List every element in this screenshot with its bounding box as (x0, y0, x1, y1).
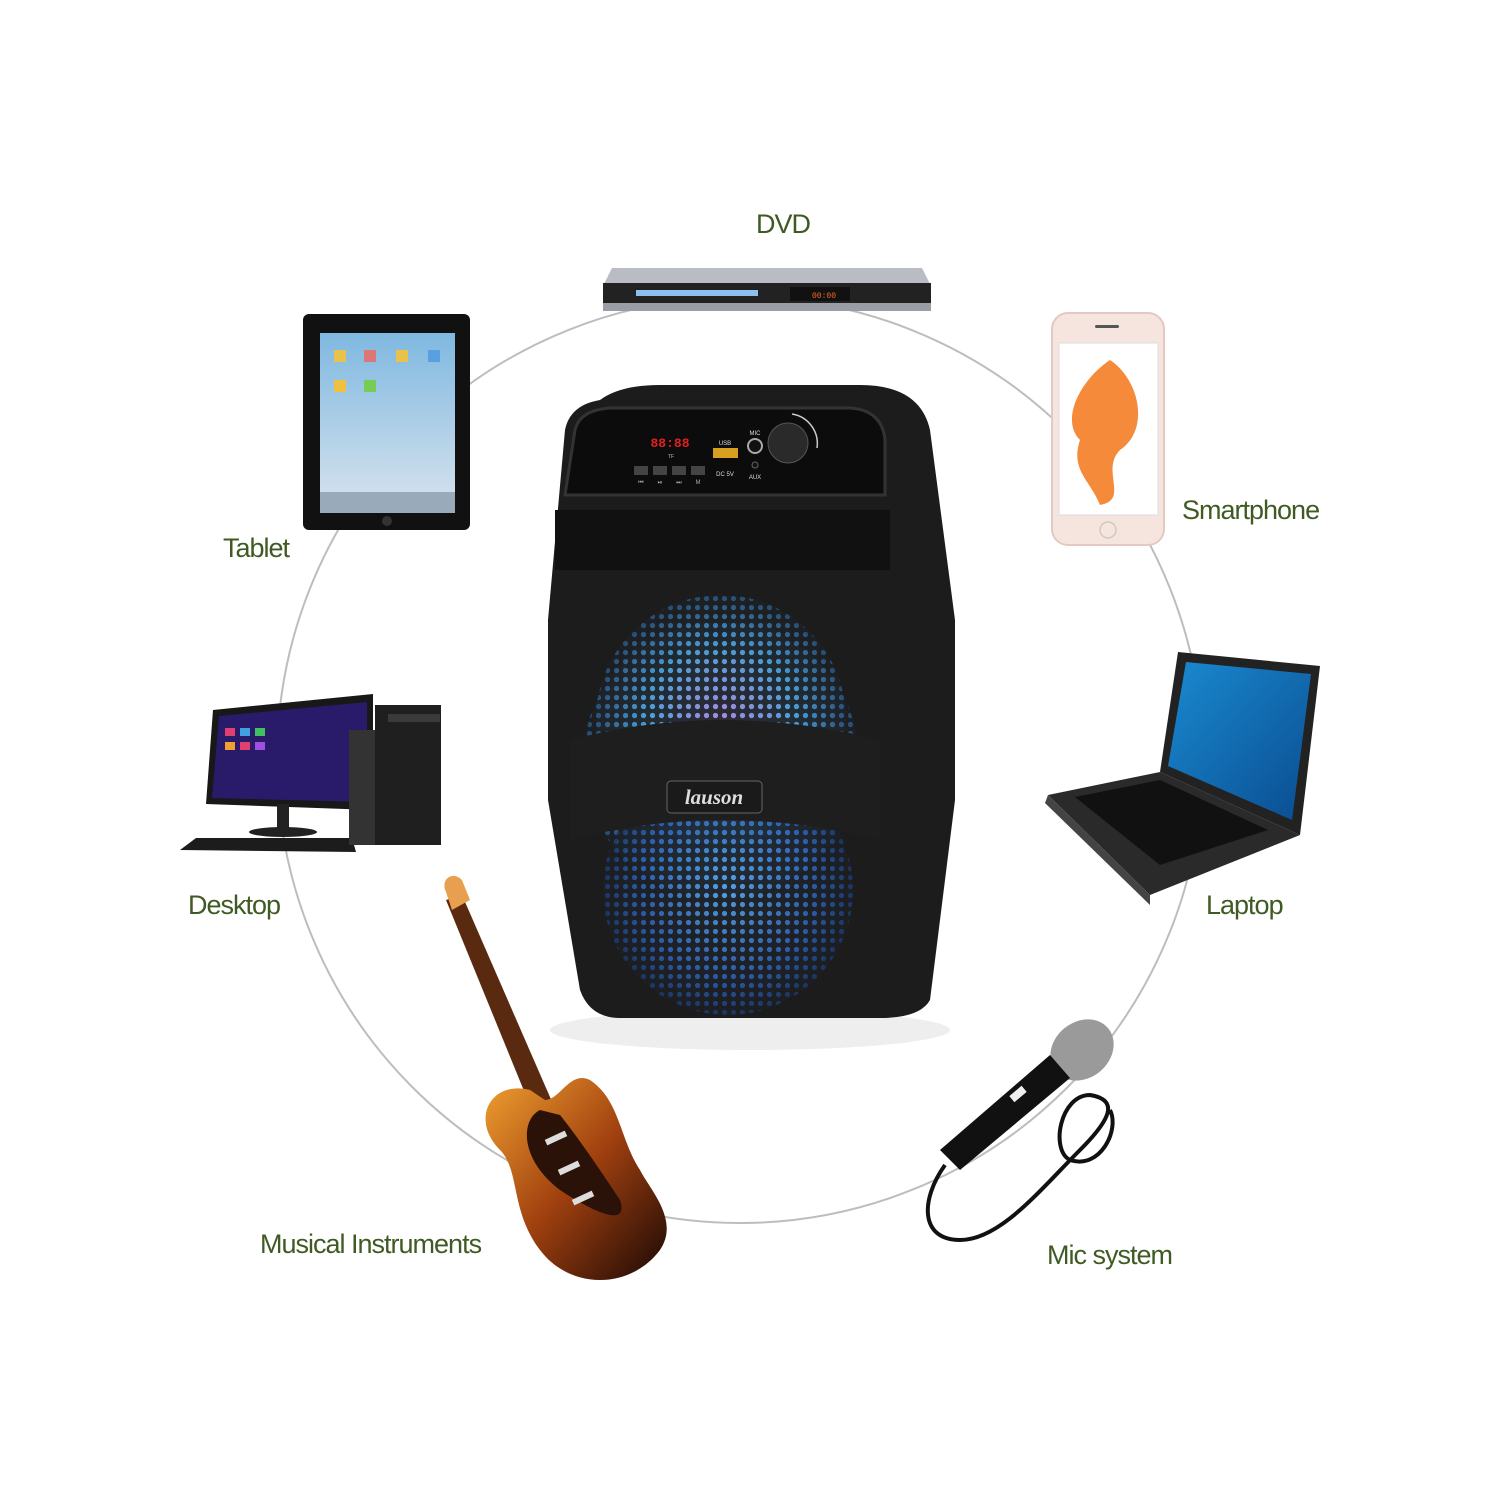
electric-guitar-image (444, 875, 667, 1280)
label-smartphone: Smartphone (1182, 495, 1320, 525)
desktop-computer-image (180, 694, 441, 852)
label-musical-instruments: Musical Instruments (260, 1229, 482, 1259)
play-button[interactable] (653, 466, 667, 475)
next-label: ⏭ (676, 480, 682, 486)
aux-label: AUX (749, 475, 761, 481)
smartphone-image (1051, 312, 1165, 546)
mic-jack (747, 438, 763, 454)
microphone-image (925, 1019, 1115, 1243)
tf-slot-label: TF (668, 454, 674, 460)
mic-label: MIC (750, 431, 762, 437)
label-mic-system: Mic system (1047, 1240, 1173, 1270)
label-tablet: Tablet (223, 533, 290, 563)
laptop-image (1045, 652, 1320, 905)
tablet-image (303, 314, 470, 530)
mode-label: M (696, 480, 701, 486)
lauson-speaker-image: lauson 88:88 TF ⏮ ⏯ ⏭ M USB DC 5V MIC AU… (548, 385, 955, 1050)
label-laptop: Laptop (1206, 890, 1284, 920)
label-dvd: DVD (756, 209, 811, 239)
dc-label: DC 5V (716, 472, 734, 478)
led-display: 88:88 (650, 436, 689, 451)
brand-logo: lauson (685, 785, 743, 809)
dvd-player-image: 00:00 (603, 268, 931, 311)
label-desktop: Desktop (188, 890, 281, 920)
prev-label: ⏮ (638, 480, 644, 486)
volume-knob[interactable] (767, 422, 809, 464)
play-label: ⏯ (658, 480, 663, 486)
next-button[interactable] (672, 466, 686, 475)
mode-button[interactable] (691, 466, 705, 475)
usb-port (713, 448, 738, 458)
dvd-display-time: 00:00 (812, 292, 836, 301)
usb-label: USB (719, 441, 731, 447)
prev-button[interactable] (634, 466, 648, 475)
